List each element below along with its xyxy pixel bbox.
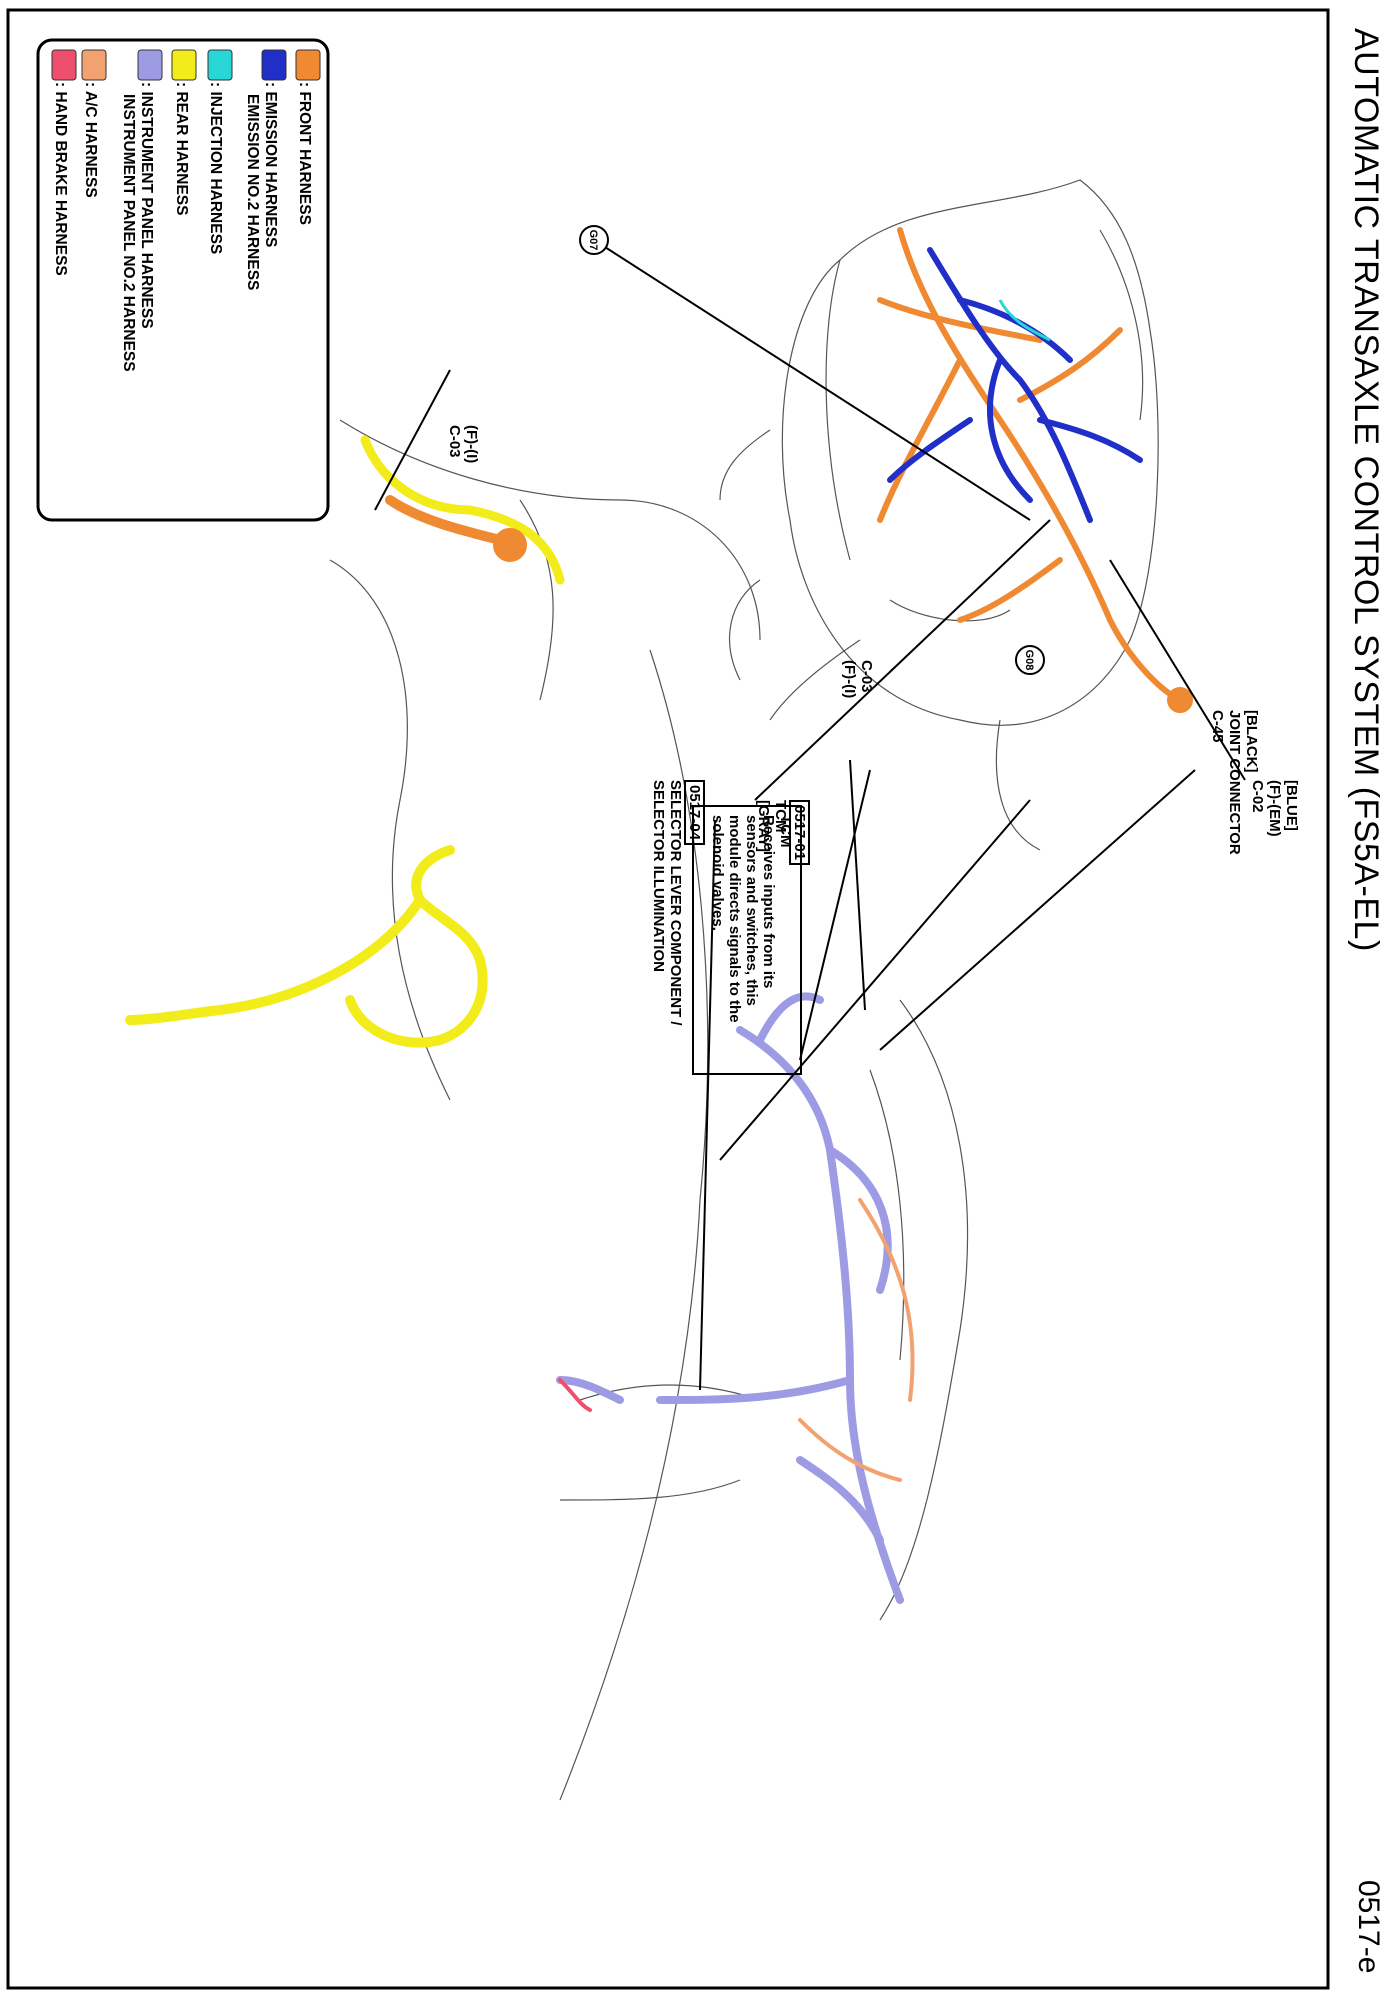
c45-id: C-45 bbox=[1209, 710, 1226, 743]
legend-label-rear: : REAR HARNESS bbox=[173, 82, 190, 216]
legend-swatch bbox=[81, 49, 107, 81]
legend-label-emission-2: EMISSION NO.2 HARNESS bbox=[244, 94, 261, 291]
c03-right-callout: C-03 (F)-(I) bbox=[841, 660, 875, 698]
tcm-note-heading: TCM bbox=[777, 815, 794, 848]
g08-label: G08 bbox=[1023, 650, 1035, 671]
tcm-note-line-4: solenoid valves. bbox=[709, 815, 726, 931]
g07-marker: G07 bbox=[579, 225, 609, 255]
c45-callout: [BLACK] JOINT CONNECTOR C-45 bbox=[1209, 710, 1260, 855]
legend-swatches bbox=[51, 49, 321, 81]
rear-harness-lower bbox=[125, 845, 488, 1048]
c03-right-code: (F)-(I) bbox=[841, 660, 858, 699]
selector-callout: 0517-04 SELECTOR LEVER COMPONENT / SELEC… bbox=[650, 780, 705, 1026]
legend-swatch bbox=[171, 49, 197, 81]
hand-brake-harness bbox=[558, 1378, 592, 1412]
g08-marker: G08 bbox=[1015, 645, 1045, 675]
rear-harness-front bbox=[360, 435, 565, 585]
legend-swatch bbox=[137, 49, 163, 81]
c02-color: [BLUE] bbox=[1283, 780, 1300, 831]
legend-swatch bbox=[51, 49, 77, 81]
injection-harness bbox=[998, 299, 1051, 342]
page-code: 0517-e bbox=[1352, 1880, 1385, 1974]
instrument-panel-harness bbox=[556, 992, 904, 1604]
legend-label-instrument-2: INSTRUMENT PANEL NO.2 HARNESS bbox=[120, 94, 137, 372]
c03-right-id: C-03 bbox=[858, 660, 875, 693]
legend-label-emission: : EMISSION HARNESS bbox=[262, 82, 279, 248]
selector-code: 0517-04 bbox=[684, 780, 705, 846]
ac-harness bbox=[798, 1198, 915, 1482]
tcm-note: TCM Receives inputs from its sensors and… bbox=[692, 805, 802, 1075]
legend-box bbox=[36, 38, 330, 522]
legend-swatch bbox=[261, 49, 287, 81]
c45-name: JOINT CONNECTOR bbox=[1226, 710, 1243, 855]
c03-left-id: C-03 bbox=[446, 425, 463, 458]
selector-line-2: SELECTOR ILLUMINATION bbox=[650, 780, 667, 972]
legend-swatch bbox=[207, 49, 233, 81]
page-border bbox=[6, 8, 1330, 1990]
tcm-note-line-1: Receives inputs from its bbox=[760, 815, 777, 989]
c03-left-callout: (F)-(I) C-03 bbox=[446, 425, 480, 463]
tcm-note-line-3: module directs signals to the bbox=[726, 815, 743, 1023]
legend-swatch bbox=[295, 49, 321, 81]
front-harness-cabin bbox=[385, 495, 527, 562]
c03-left-code: (F)-(I) bbox=[463, 425, 480, 464]
page-title: AUTOMATIC TRANSAXLE CONTROL SYSTEM (FS5A… bbox=[1347, 28, 1385, 952]
engine-compartment bbox=[719, 179, 1159, 851]
emission-harness bbox=[887, 247, 1143, 523]
legend-label-front: : FRONT HARNESS bbox=[296, 82, 313, 225]
legend-label-instrument: : INSTRUMENT PANEL HARNESS bbox=[138, 82, 155, 329]
c45-color: [BLACK] bbox=[1243, 710, 1260, 773]
legend-label-ac: : A/C HARNESS bbox=[82, 82, 99, 198]
cabin-left bbox=[329, 419, 761, 1801]
leader-lines bbox=[374, 239, 1246, 1391]
c02-code: (F)-(EM) bbox=[1266, 780, 1283, 837]
legend-label-injection: : INJECTION HARNESS bbox=[207, 82, 224, 255]
tcm-note-line-2: sensors and switches, this bbox=[743, 815, 760, 1006]
dashboard bbox=[559, 999, 969, 1621]
legend-label-hand-brake: : HAND BRAKE HARNESS bbox=[52, 82, 69, 276]
g07-label: G07 bbox=[587, 230, 599, 251]
selector-line-1: SELECTOR LEVER COMPONENT / bbox=[667, 780, 684, 1026]
